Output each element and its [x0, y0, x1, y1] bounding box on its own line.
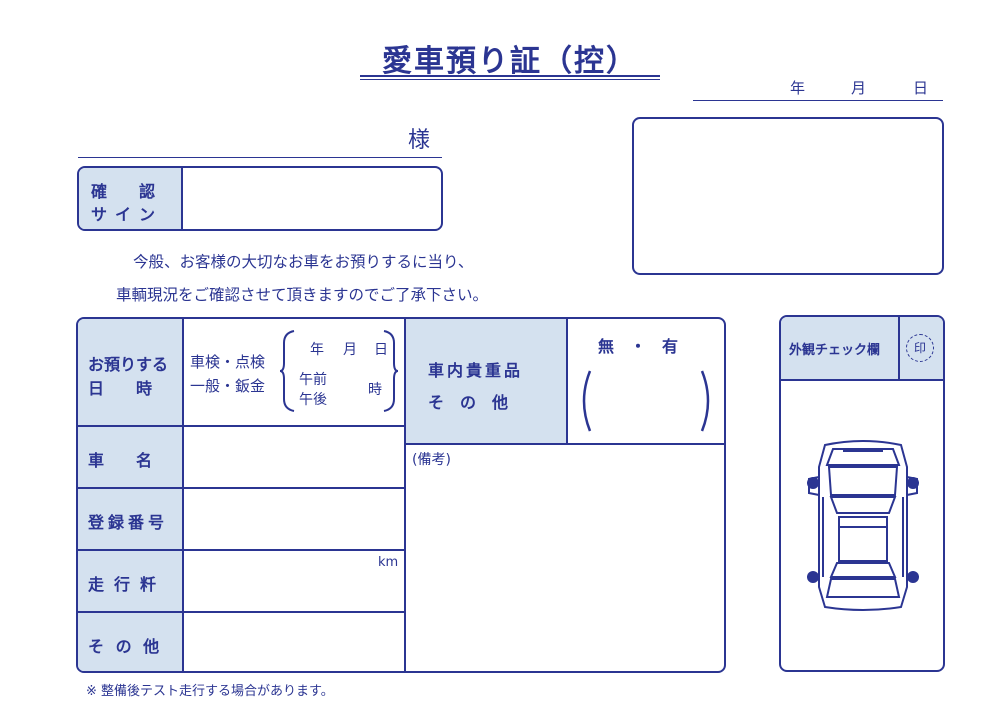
valuables-label-1: 車内貴重品 [428, 361, 524, 380]
reg-number-label: 登録番号 [88, 513, 169, 532]
dt-pm-label[interactable]: 午後 [299, 392, 327, 408]
presence-parentheses-icon [582, 370, 710, 432]
stamp-label: 印 [913, 341, 926, 355]
customer-name-line[interactable] [78, 157, 442, 158]
other-input[interactable] [184, 613, 404, 671]
confirm-sign-field: 確 認 サイン [77, 166, 443, 231]
hline-row2 [78, 487, 404, 489]
service-type-line2[interactable]: 一般・鈑金 [190, 377, 266, 395]
confirm-label-line2: サイン [91, 205, 164, 224]
confirm-sign-input[interactable] [183, 168, 441, 229]
car-name-label: 車 名 [88, 451, 153, 470]
hline-right [404, 443, 724, 445]
service-type-line1[interactable]: 車検・点検 [190, 353, 266, 371]
km-unit: km [378, 555, 399, 570]
vline-middle [404, 319, 406, 671]
vline-presence [566, 319, 568, 443]
dt-am-label[interactable]: 午前 [299, 372, 327, 388]
confirm-sign-label-cell: 確 認 サイン [79, 168, 183, 229]
dt-hour-label: 時 [368, 382, 382, 398]
deposit-label-1: お預りする [88, 355, 169, 374]
date-underline [693, 100, 943, 101]
right-bracket-icon [383, 330, 399, 412]
date-month-label: 月 [851, 79, 867, 97]
notice-line1: 今般、お客様の大切なお車をお預りするに当り、 [133, 253, 474, 271]
valuables-label-2: そ の 他 [428, 393, 509, 412]
other-label: そ の 他 [88, 637, 163, 656]
vehicle-info-table: お預りする 日 時 車検・点検 一般・鈑金 年 月 日 午前 午後 時 車内貴重… [76, 317, 726, 673]
car-name-input[interactable] [184, 427, 404, 487]
remarks-input[interactable] [406, 445, 724, 671]
exterior-check-header-line [781, 379, 943, 381]
hline-row1 [78, 425, 404, 427]
notice-line2: 車輌現況をご確認させて頂きますのでご了承下さい。 [116, 286, 489, 304]
mileage-input[interactable] [184, 551, 404, 611]
document-title: 愛車預り証（控） [382, 44, 638, 79]
vline-label [182, 319, 184, 671]
date-day-label: 日 [913, 79, 929, 97]
stamp-area-box[interactable] [632, 117, 944, 275]
footnote: ※ 整備後テスト走行する場合があります。 [86, 684, 334, 699]
reg-number-input[interactable] [184, 489, 404, 549]
exterior-check-box: 外観チェック欄 印 [779, 315, 945, 672]
car-diagram-icon[interactable] [803, 437, 923, 613]
title-underline [360, 75, 660, 77]
customer-name-suffix: 様 [408, 128, 431, 153]
exterior-check-label: 外観チェック欄 [789, 343, 881, 358]
left-bracket-icon [280, 330, 295, 412]
stamp-circle[interactable]: 印 [906, 334, 934, 362]
dt-day-label: 日 [374, 342, 388, 358]
dt-month-label: 月 [343, 342, 357, 358]
mileage-label: 走行粁 [88, 575, 167, 594]
hline-row4 [78, 611, 404, 613]
hline-row3 [78, 549, 404, 551]
valuables-presence-choice[interactable]: 無 ・ 有 [598, 337, 679, 356]
remarks-label: (備考) [412, 452, 451, 468]
valuables-label-shade [406, 319, 566, 443]
date-year-label: 年 [790, 79, 806, 97]
dt-year-label: 年 [310, 342, 324, 358]
title-underline-thin [360, 79, 660, 80]
exterior-check-stamp-divider [898, 317, 900, 379]
deposit-label-2: 日 時 [88, 379, 153, 398]
confirm-label-line1: 確 認 [91, 182, 164, 201]
